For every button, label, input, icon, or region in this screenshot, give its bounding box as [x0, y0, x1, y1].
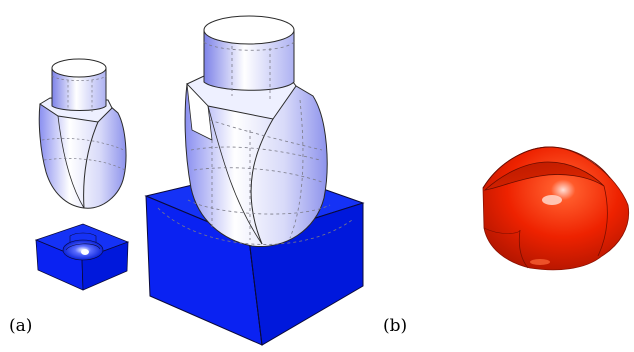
small-part — [38, 58, 127, 209]
red-shell — [482, 146, 630, 271]
panel-label-b: (b) — [383, 316, 408, 336]
small-mold-block — [34, 223, 130, 291]
panel-label-a: (a) — [9, 316, 33, 336]
large-part — [157, 15, 353, 248]
